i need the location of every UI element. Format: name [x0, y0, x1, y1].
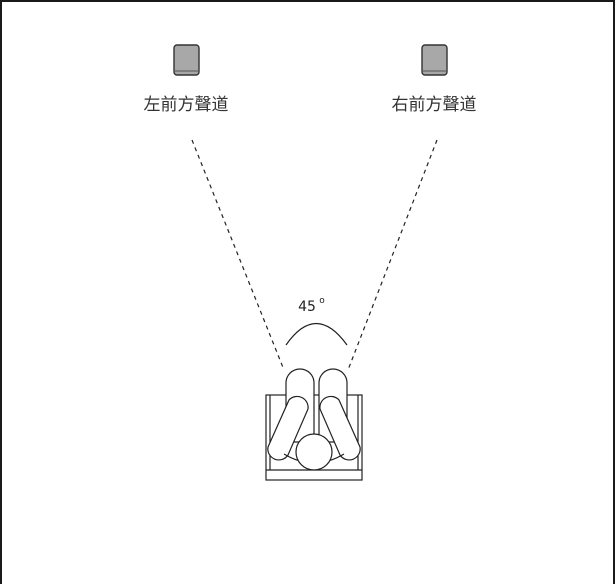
angle-value: 45	[298, 299, 316, 315]
right-speaker-icon	[421, 44, 448, 76]
left-sight-line	[191, 139, 285, 371]
right-speaker-label: 右前方聲道	[392, 95, 477, 115]
angle-arc	[285, 322, 348, 346]
angle-unit: o	[319, 296, 325, 306]
left-speaker-icon	[173, 44, 200, 76]
right-sight-line	[347, 139, 438, 371]
left-speaker-label: 左前方聲道	[144, 95, 229, 115]
listener-in-chair-icon	[265, 368, 363, 481]
